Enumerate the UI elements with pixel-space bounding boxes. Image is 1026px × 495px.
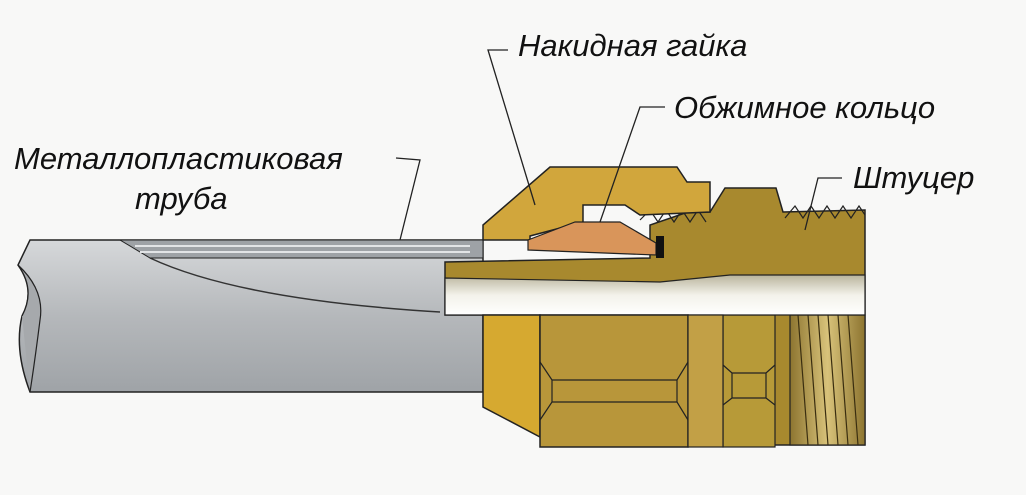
metal-plastic-pipe bbox=[17, 239, 484, 393]
label-pipe-line1: Металлопластиковая bbox=[14, 141, 343, 176]
label-fitting: Штуцер bbox=[853, 160, 975, 195]
label-pipe-line2: труба bbox=[135, 181, 228, 216]
label-compression-ring: Обжимное кольцо bbox=[674, 90, 936, 125]
label-union-nut: Накидная гайка bbox=[518, 28, 748, 63]
leader-lines bbox=[395, 49, 842, 241]
union-nut bbox=[482, 166, 724, 448]
fitting-body bbox=[444, 187, 866, 448]
ring-seal bbox=[656, 236, 664, 258]
inner-bore bbox=[444, 274, 866, 316]
